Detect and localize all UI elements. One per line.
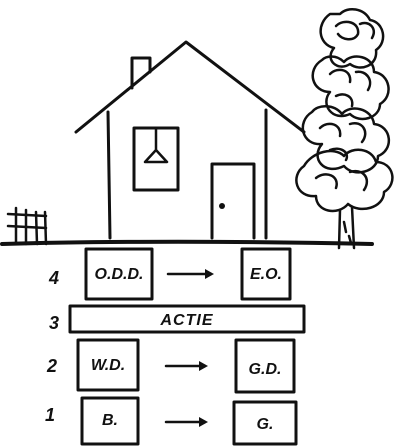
fence-icon (8, 208, 46, 244)
box-label: E.O. (250, 266, 282, 283)
arrow (168, 269, 214, 279)
box-label: G. (257, 416, 274, 433)
ground-line (2, 242, 372, 244)
level-number: 4 (48, 268, 59, 288)
box-label: W.D. (91, 357, 125, 374)
level-number: 1 (45, 405, 55, 425)
window (134, 128, 178, 190)
level-number: 3 (49, 313, 59, 333)
arrow (166, 361, 208, 371)
tree-icon (296, 9, 392, 248)
box-label: B. (102, 412, 118, 429)
box-label: G.D. (249, 361, 282, 378)
arrow (166, 417, 208, 427)
door (212, 164, 254, 238)
actie-label: ACTIE (160, 312, 214, 329)
house-icon (76, 42, 304, 238)
level-number: 2 (46, 356, 57, 376)
box-label: O.D.D. (95, 266, 144, 283)
